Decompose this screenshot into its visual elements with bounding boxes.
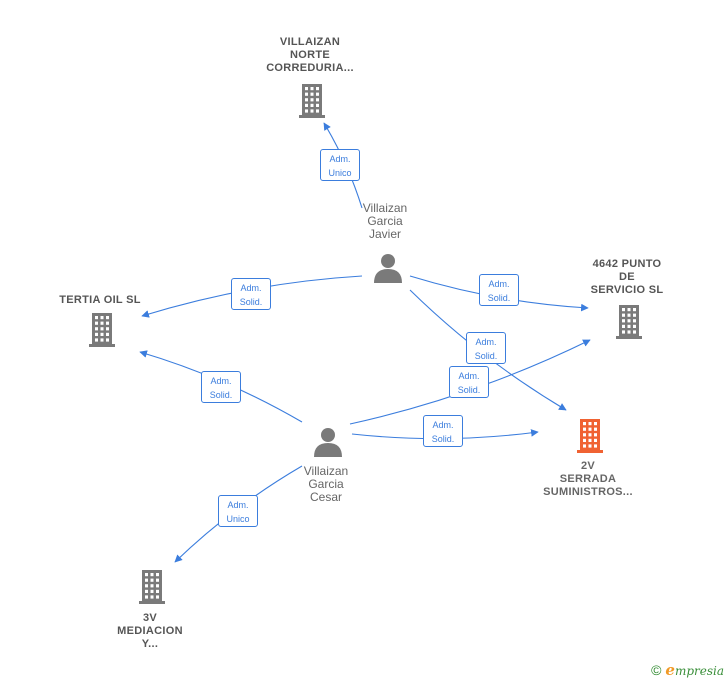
- node-label-serrada[interactable]: 2V SERRADA SUMINISTROS...: [543, 460, 633, 498]
- edge-label-javier-to-tertia_oil[interactable]: Adm. Solid.: [231, 278, 271, 310]
- edge-label-cesar-to-mediacion[interactable]: Adm. Unico: [218, 495, 258, 527]
- brand-initial: e: [665, 661, 675, 679]
- brand-name: mpresia: [674, 664, 724, 678]
- edge-label-javier-to-serrada[interactable]: Adm. Solid.: [466, 332, 506, 364]
- node-label-villaizan_norte[interactable]: VILLAIZAN NORTE CORREDURIA...: [266, 36, 354, 74]
- edge-label-javier-to-punto_servicio[interactable]: Adm. Solid.: [479, 274, 519, 306]
- edge-label-javier-to-villaizan_norte[interactable]: Adm. Unico: [320, 149, 360, 181]
- building-icon-tertia_oil[interactable]: [89, 313, 115, 347]
- person-icon-cesar[interactable]: [314, 428, 342, 457]
- person-icon-javier[interactable]: [374, 254, 402, 283]
- edge-label-cesar-to-serrada[interactable]: Adm. Solid.: [423, 415, 463, 447]
- building-icon-mediacion[interactable]: [139, 570, 165, 604]
- building-icon-serrada[interactable]: [577, 419, 603, 453]
- nodes-layer: [89, 84, 642, 604]
- edge-label-cesar-to-tertia_oil[interactable]: Adm. Solid.: [201, 371, 241, 403]
- footer-brand[interactable]: ©empresia: [651, 661, 724, 679]
- node-label-javier[interactable]: Villaizan Garcia Javier: [362, 201, 408, 241]
- node-label-tertia_oil[interactable]: TERTIA OIL SL: [59, 294, 141, 306]
- building-icon-punto_servicio[interactable]: [616, 305, 642, 339]
- edge-label-cesar-to-punto_servicio[interactable]: Adm. Solid.: [449, 366, 489, 398]
- node-label-mediacion[interactable]: 3V MEDIACION Y...: [117, 612, 183, 650]
- building-icon-villaizan_norte[interactable]: [299, 84, 325, 118]
- copyright-symbol: ©: [651, 662, 662, 678]
- node-label-cesar[interactable]: Villaizan Garcia Cesar: [303, 464, 349, 504]
- brand-logo: empresia: [665, 661, 724, 679]
- node-label-punto_servicio[interactable]: 4642 PUNTO DE SERVICIO SL: [590, 258, 664, 296]
- edges-layer: [139, 122, 591, 563]
